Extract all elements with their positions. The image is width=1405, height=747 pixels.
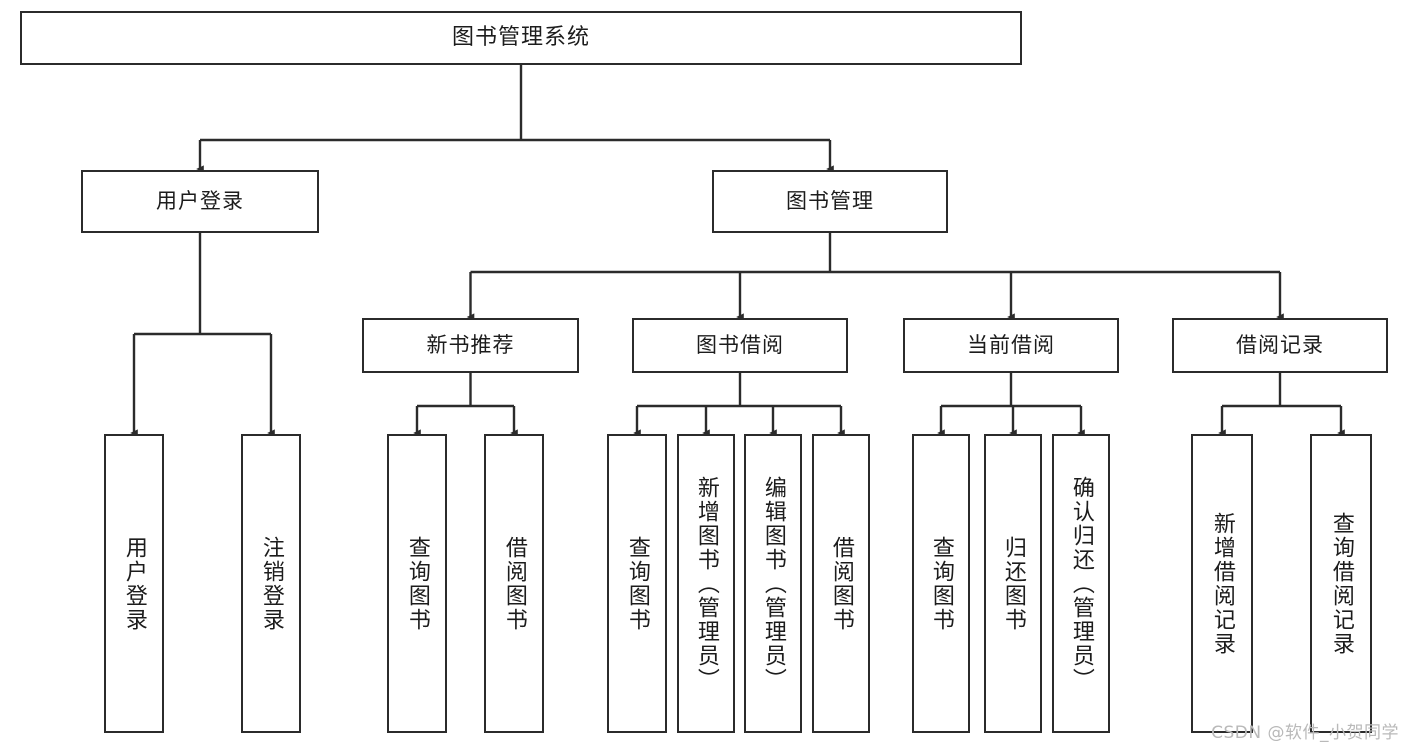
node-label-leaf-cur-3: 确认归还（管理员） [1068, 475, 1094, 692]
node-label-leaf-login-1: 用户登录 [121, 535, 147, 632]
node-leaf-borrow-3[interactable]: 编辑图书（管理员） [744, 434, 802, 733]
node-borrow[interactable]: 图书借阅 [632, 318, 848, 373]
node-leaf-rec-1[interactable]: 新增借阅记录 [1191, 434, 1253, 733]
node-leaf-cur-3[interactable]: 确认归还（管理员） [1052, 434, 1110, 733]
node-label-login: 用户登录 [156, 188, 244, 213]
node-leaf-cur-1[interactable]: 查询图书 [912, 434, 970, 733]
node-records[interactable]: 借阅记录 [1172, 318, 1388, 373]
node-leaf-rec-2[interactable]: 查询借阅记录 [1310, 434, 1372, 733]
node-label-leaf-borrow-3: 编辑图书（管理员） [760, 475, 786, 692]
node-label-current: 当前借阅 [967, 332, 1055, 357]
node-label-leaf-new-2: 借阅图书 [501, 535, 527, 632]
node-label-leaf-borrow-2: 新增图书（管理员） [693, 475, 719, 692]
node-label-leaf-new-1: 查询图书 [404, 535, 430, 632]
node-bookmgmt[interactable]: 图书管理 [712, 170, 948, 233]
node-label-leaf-borrow-4: 借阅图书 [828, 535, 854, 632]
node-label-newbook: 新书推荐 [426, 332, 515, 357]
node-login[interactable]: 用户登录 [81, 170, 319, 233]
node-label-borrow: 图书借阅 [696, 332, 784, 357]
node-leaf-new-2[interactable]: 借阅图书 [484, 434, 544, 733]
node-current[interactable]: 当前借阅 [903, 318, 1119, 373]
node-leaf-login-1[interactable]: 用户登录 [104, 434, 164, 733]
node-leaf-login-2[interactable]: 注销登录 [241, 434, 301, 733]
node-label-leaf-rec-2: 查询借阅记录 [1328, 511, 1354, 656]
node-root[interactable]: 图书管理系统 [20, 11, 1022, 65]
node-label-bookmgmt: 图书管理 [786, 188, 874, 213]
node-label-leaf-rec-1: 新增借阅记录 [1209, 511, 1235, 656]
node-label-leaf-borrow-1: 查询图书 [624, 535, 650, 632]
node-leaf-new-1[interactable]: 查询图书 [387, 434, 447, 733]
node-leaf-borrow-1[interactable]: 查询图书 [607, 434, 667, 733]
node-label-root: 图书管理系统 [451, 24, 590, 50]
node-label-leaf-cur-1: 查询图书 [928, 535, 954, 632]
node-newbook[interactable]: 新书推荐 [362, 318, 579, 373]
node-label-records: 借阅记录 [1236, 332, 1324, 357]
node-leaf-borrow-4[interactable]: 借阅图书 [812, 434, 870, 733]
node-label-leaf-login-2: 注销登录 [258, 535, 284, 632]
node-label-leaf-cur-2: 归还图书 [1000, 535, 1026, 632]
node-leaf-borrow-2[interactable]: 新增图书（管理员） [677, 434, 735, 733]
node-leaf-cur-2[interactable]: 归还图书 [984, 434, 1042, 733]
